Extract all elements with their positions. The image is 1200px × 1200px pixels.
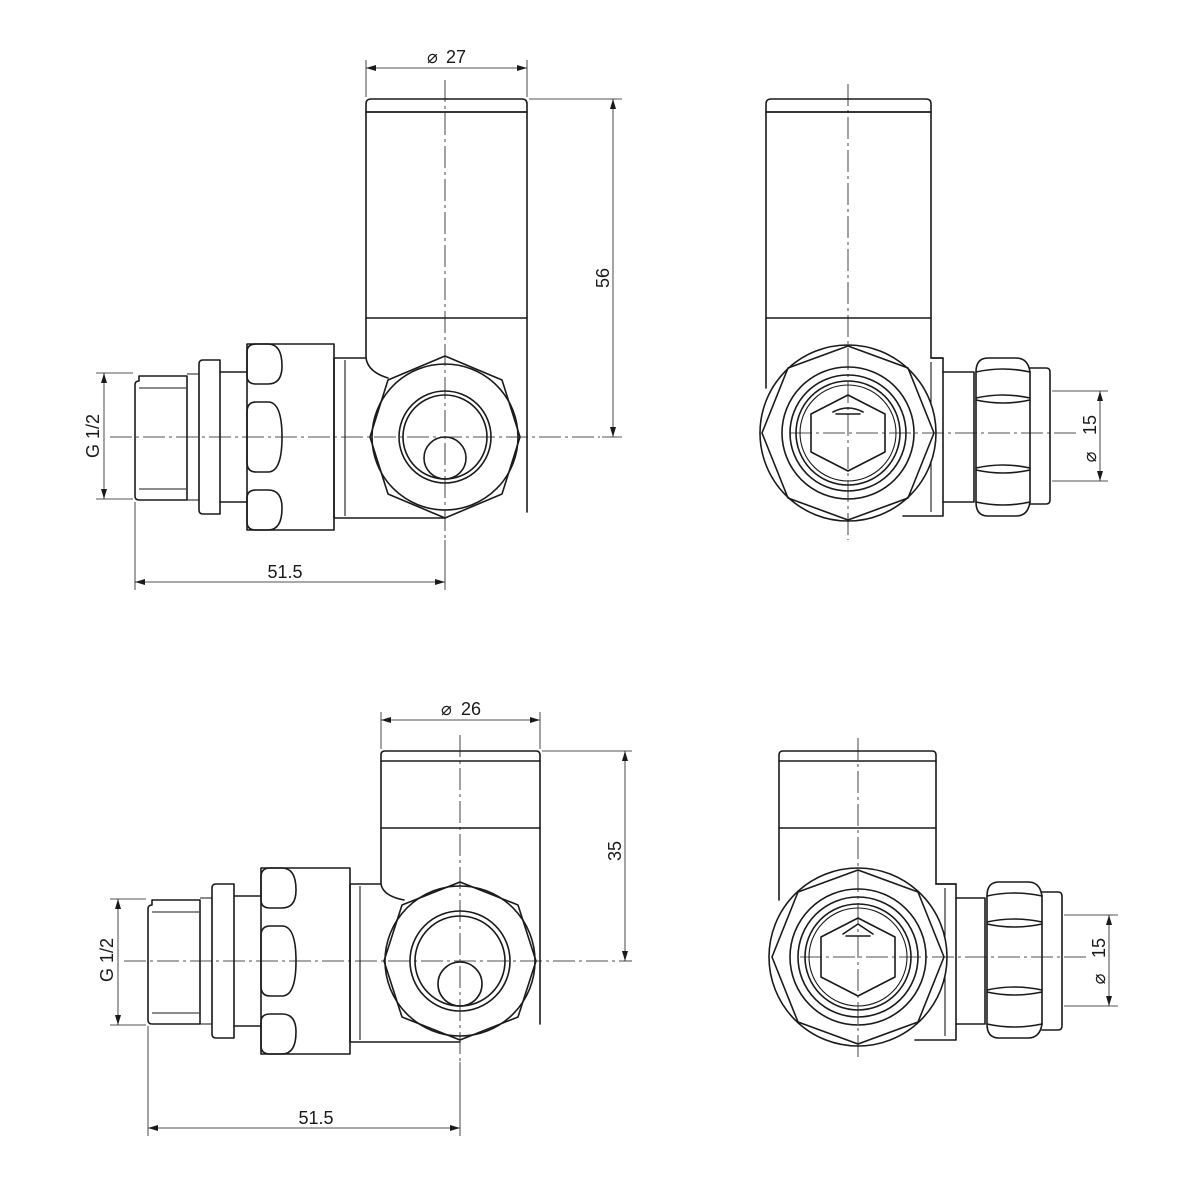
cap-cylinder [365,111,528,319]
thread-line [152,911,199,1014]
threaded-end [147,899,201,1025]
dim-pipe-diameter: 15 [1089,938,1109,958]
dim-length: 51.5 [298,1108,333,1128]
lock-nut-lobe-top [260,867,297,909]
body-block [914,883,957,1041]
short-valve-front-view: ⌀ 15 [768,738,1118,1060]
hex-socket [810,394,886,472]
washer [211,883,235,1039]
washer-step [233,895,262,1027]
body-block [902,357,944,517]
lock-nut-lobe-bottom [246,489,283,531]
thread-line [139,387,186,490]
compression-nut-face-bottom [975,501,1031,506]
cap-body [365,98,528,113]
cap-body [380,750,541,762]
short-valve-side-view: ⌀ 26 35 G 1/2 [97,699,632,1136]
diameter-symbol: ⌀ [427,47,438,67]
washer [198,359,221,515]
compression-nut [975,357,1031,517]
compression-nut-face-bottom [986,1023,1043,1028]
compression-nut-face-mid1 [975,394,1031,404]
compression-nut-face-top [975,368,1031,373]
dim-height: 35 [605,841,625,861]
cap-cylinder [778,760,937,829]
compression-nut-face-mid1 [986,918,1043,928]
compression-nut-face-top [986,892,1043,897]
dim-cap-diameter: 26 [461,699,481,719]
washer-step [219,371,248,503]
lock-nut [246,343,335,531]
lock-nut [260,867,351,1055]
lock-nut-lobe-bottom [260,1013,297,1055]
dim-thread: G 1/2 [83,414,103,458]
diameter-symbol: ⌀ [1089,973,1109,984]
diameter-symbol: ⌀ [1080,451,1100,462]
pipe-stub [1029,367,1051,505]
cap-body [778,750,937,762]
compression-nut-face-mid2 [986,986,1043,996]
tall-valve-side-view: ⌀ 27 56 G 1/2 51.5 [83,47,622,590]
threaded-end [134,375,188,501]
dim-cap-diameter: 27 [446,47,466,67]
cap-cylinder [380,760,541,829]
pipe-stub [1041,891,1063,1031]
cap-body [765,98,932,113]
diameter-symbol: ⌀ [441,699,452,719]
compression-nut-face-mid2 [975,464,1031,474]
dim-length: 51.5 [267,562,302,582]
cap-cylinder [765,111,932,319]
tall-valve-front-view: ⌀ 15 [759,84,1108,540]
compression-ring [942,371,975,503]
neck [380,827,405,901]
dim-pipe-diameter: 15 [1080,415,1100,435]
dim-height: 56 [593,268,613,288]
dim-thread: G 1/2 [97,938,117,982]
compression-nut [986,881,1043,1039]
compression-ring [955,897,986,1025]
washer-ridge [187,373,200,501]
neck [365,317,389,379]
lock-nut-lobe-top [246,343,283,385]
